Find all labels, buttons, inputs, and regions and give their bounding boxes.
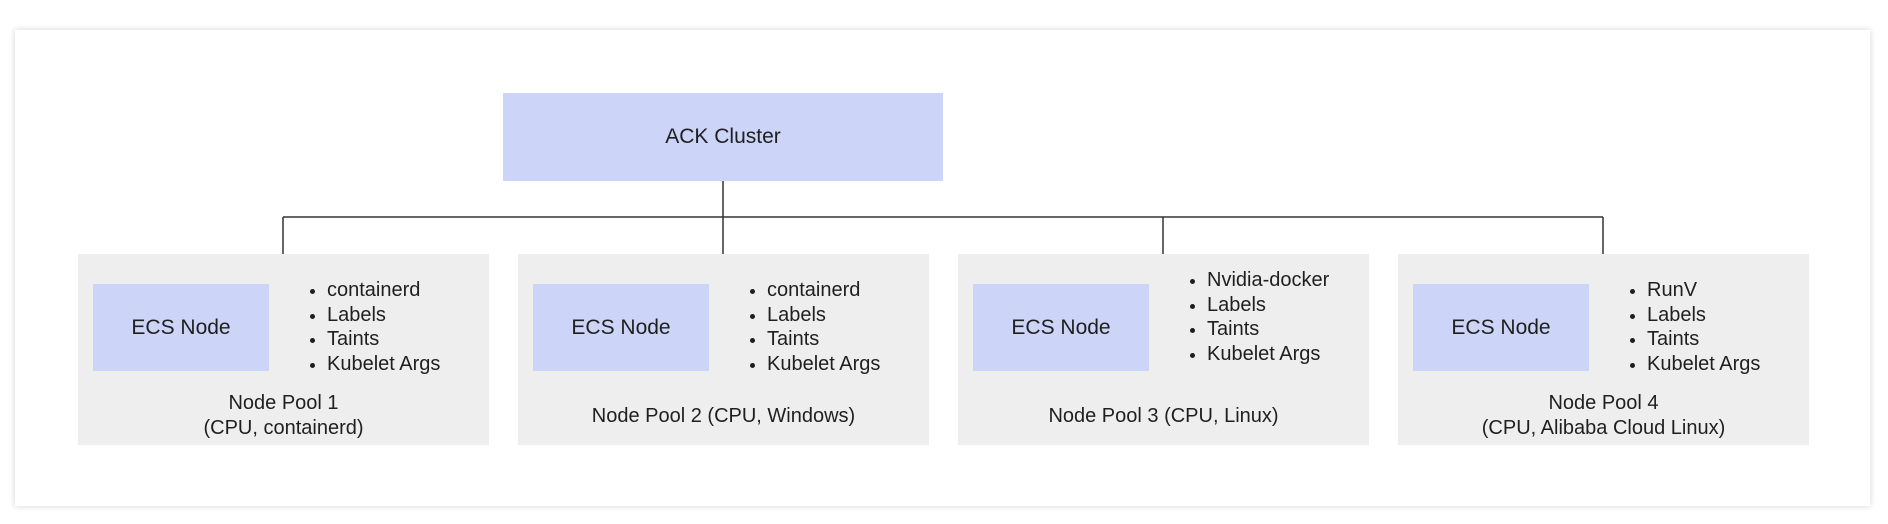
node-pool-2: ECS Node containerd Labels Taints Kubele… <box>518 254 929 445</box>
node-pool-name: Node Pool 3 (CPU, Linux) <box>958 404 1369 429</box>
feature-item: Labels <box>1207 293 1332 318</box>
node-pool-3: ECS Node Nvidia-docker Labels Taints Kub… <box>958 254 1369 445</box>
feature-item: Nvidia-docker <box>1207 268 1332 293</box>
node-pool-name-line-2: (CPU, containerd) <box>203 417 364 439</box>
ecs-node-label: ECS Node <box>1451 315 1551 339</box>
ecs-node-box: ECS Node <box>93 284 269 371</box>
node-pool-feature-list: RunV Labels Taints Kubelet Args <box>1625 278 1807 376</box>
feature-item: Kubelet Args <box>767 352 927 377</box>
ecs-node-label: ECS Node <box>131 315 231 339</box>
node-pool-name: Node Pool 1 (CPU, containerd) <box>78 391 489 441</box>
feature-item: Kubelet Args <box>1207 342 1332 367</box>
feature-item: Taints <box>327 327 487 352</box>
feature-item: Taints <box>1647 327 1807 352</box>
ecs-node-label: ECS Node <box>571 315 671 339</box>
ecs-node-box: ECS Node <box>1413 284 1589 371</box>
node-pool-name-line-1: Node Pool 4 <box>1548 392 1659 414</box>
node-pool-4: ECS Node RunV Labels Taints Kubelet Args… <box>1398 254 1809 445</box>
ecs-node-box: ECS Node <box>533 284 709 371</box>
node-pool-name: Node Pool 4 (CPU, Alibaba Cloud Linux) <box>1398 391 1809 441</box>
node-pool-name-line-2: (CPU, Alibaba Cloud Linux) <box>1481 417 1726 439</box>
ack-cluster-label: ACK Cluster <box>665 125 781 148</box>
node-pool-name-line-1: Node Pool 1 <box>228 392 339 414</box>
feature-item: Taints <box>767 327 927 352</box>
feature-item: Labels <box>1647 303 1807 328</box>
node-pool-name: Node Pool 2 (CPU, Windows) <box>518 404 929 429</box>
feature-item: Kubelet Args <box>327 352 487 377</box>
feature-item: containerd <box>327 278 487 303</box>
ack-cluster-box: ACK Cluster <box>503 93 943 181</box>
node-pool-feature-list: containerd Labels Taints Kubelet Args <box>305 278 487 376</box>
node-pool-name-line-1: Node Pool 2 (CPU, Windows) <box>591 405 856 427</box>
node-pool-name-line-1: Node Pool 3 (CPU, Linux) <box>1048 405 1279 427</box>
node-pool-feature-list: Nvidia-docker Labels Taints Kubelet Args <box>1185 268 1332 366</box>
feature-item: RunV <box>1647 278 1807 303</box>
node-pool-1: ECS Node containerd Labels Taints Kubele… <box>78 254 489 445</box>
feature-item: containerd <box>767 278 927 303</box>
feature-item: Labels <box>327 303 487 328</box>
ecs-node-label: ECS Node <box>1011 315 1111 339</box>
feature-item: Taints <box>1207 317 1332 342</box>
node-pool-feature-list: containerd Labels Taints Kubelet Args <box>745 278 927 376</box>
feature-item: Kubelet Args <box>1647 352 1807 377</box>
ecs-node-box: ECS Node <box>973 284 1149 371</box>
feature-item: Labels <box>767 303 927 328</box>
